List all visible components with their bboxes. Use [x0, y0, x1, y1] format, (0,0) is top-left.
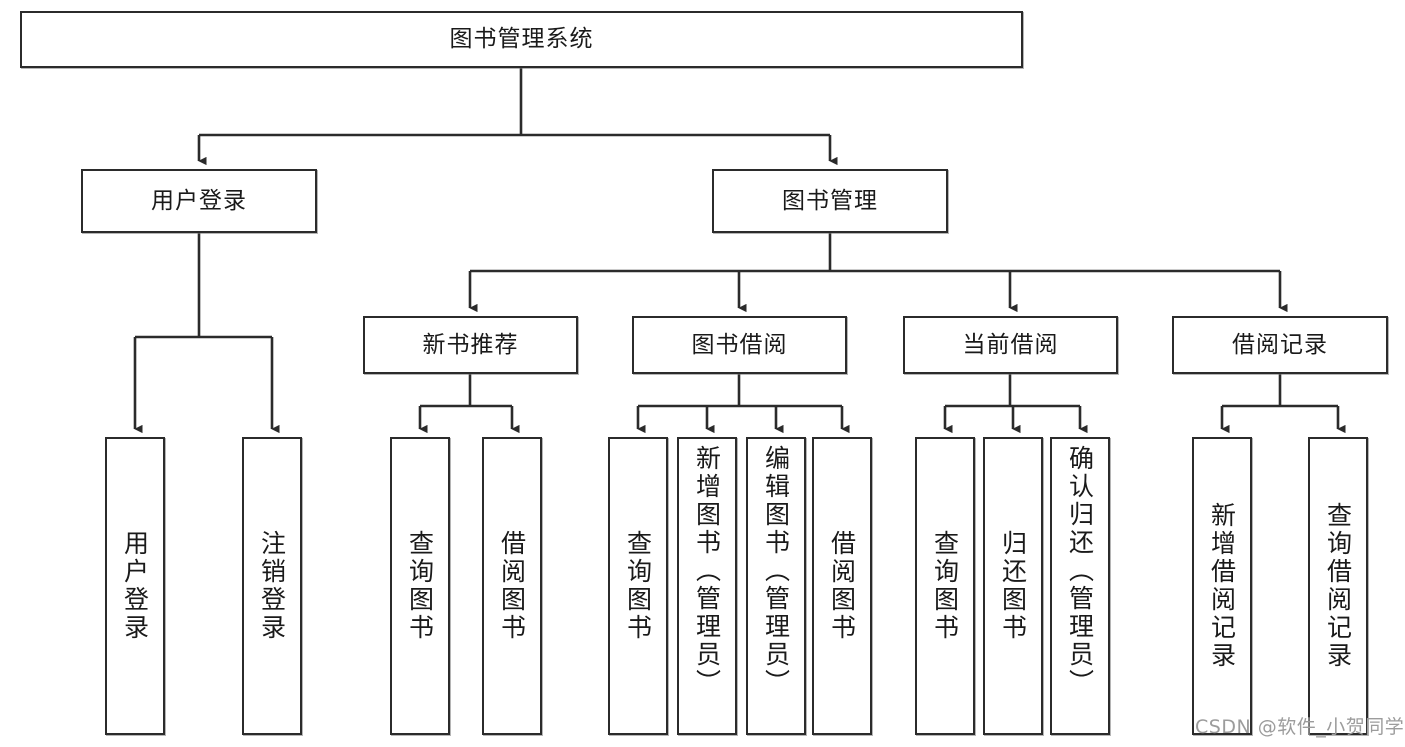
node-label: 新增图书（管理员） [692, 445, 722, 697]
node-label: 查询图书 [405, 530, 435, 642]
node-label: 图书管理系统 [449, 26, 594, 53]
node-label: 新书推荐 [422, 331, 519, 358]
node-label: 用户登录 [151, 187, 247, 214]
node-label: 用户登录 [120, 530, 150, 642]
node-label: 借阅图书 [497, 530, 527, 642]
node-label: 查询图书 [930, 530, 960, 642]
node-root-system[interactable]: 图书管理系统 [20, 11, 1023, 68]
node-user-login[interactable]: 用户登录 [81, 169, 317, 233]
node-label: 编辑图书（管理员） [761, 445, 791, 697]
leaf-logout[interactable]: 注销登录 [242, 437, 302, 735]
leaf-borrow-query-book[interactable]: 查询图书 [608, 437, 668, 735]
node-book-borrow[interactable]: 图书借阅 [632, 316, 847, 374]
node-label: 查询借阅记录 [1323, 502, 1353, 670]
node-label: 图书借阅 [691, 331, 788, 358]
node-label: 当前借阅 [962, 331, 1059, 358]
leaf-user-login[interactable]: 用户登录 [105, 437, 165, 735]
node-label: 注销登录 [257, 530, 287, 642]
leaf-record-query-record[interactable]: 查询借阅记录 [1308, 437, 1368, 735]
leaf-borrow-edit-book-admin[interactable]: 编辑图书（管理员） [746, 437, 806, 735]
leaf-current-confirm-return-admin[interactable]: 确认归还（管理员） [1050, 437, 1110, 735]
leaf-current-return-book[interactable]: 归还图书 [983, 437, 1043, 735]
node-label: 查询图书 [623, 530, 653, 642]
node-book-management[interactable]: 图书管理 [712, 169, 948, 233]
leaf-borrow-add-book-admin[interactable]: 新增图书（管理员） [677, 437, 737, 735]
node-borrow-record[interactable]: 借阅记录 [1172, 316, 1388, 374]
leaf-newbook-borrow-book[interactable]: 借阅图书 [482, 437, 542, 735]
node-label: 新增借阅记录 [1207, 502, 1237, 670]
leaf-newbook-query-book[interactable]: 查询图书 [390, 437, 450, 735]
node-label: 借阅记录 [1232, 331, 1328, 358]
node-label: 借阅图书 [827, 530, 857, 642]
node-label: 归还图书 [998, 530, 1028, 642]
node-current-borrow[interactable]: 当前借阅 [903, 316, 1118, 374]
node-label: 图书管理 [782, 187, 878, 214]
leaf-borrow-borrow-book[interactable]: 借阅图书 [812, 437, 872, 735]
node-label: 确认归还（管理员） [1065, 445, 1095, 697]
leaf-record-add-record[interactable]: 新增借阅记录 [1192, 437, 1252, 735]
node-new-book-recommend[interactable]: 新书推荐 [363, 316, 578, 374]
leaf-current-query-book[interactable]: 查询图书 [915, 437, 975, 735]
